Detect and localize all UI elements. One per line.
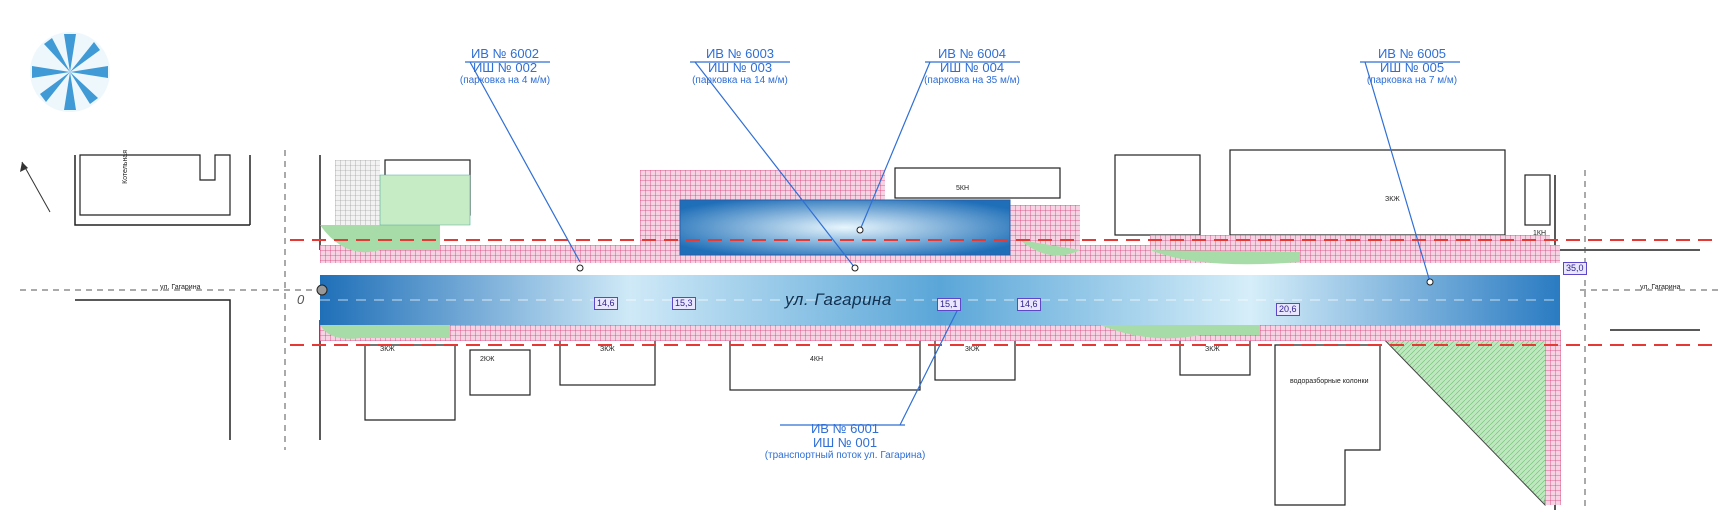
- building-label: ЗКЖ: [1385, 196, 1400, 203]
- building-label: 1КН: [1533, 230, 1547, 237]
- building-label: 5КН: [956, 185, 970, 192]
- width-measure: 35,0: [1563, 262, 1587, 275]
- building-label: ЗКЖ: [600, 346, 615, 353]
- callout-leaders: [465, 61, 1460, 426]
- callout-6002-ish: ИШ № 002: [472, 60, 538, 75]
- right-note: водоразборные колонки: [1290, 378, 1369, 385]
- buildings-north: [79, 149, 1551, 236]
- buildings-south: [364, 329, 1381, 506]
- width-measure: 20,6: [1276, 303, 1300, 316]
- callout-markers: [316, 226, 1434, 296]
- sidewalk-right-vertical: [1545, 330, 1561, 505]
- callout-6002: ИВ № 6002 ИШ № 002 (парковка на 4 м/м): [455, 47, 555, 87]
- compass-rose-icon: [30, 32, 110, 112]
- callout-6005: ИВ № 6005 ИШ № 005 (парковка на 7 м/м): [1362, 47, 1462, 87]
- right-street-label: ул. Гагарина: [1640, 284, 1681, 291]
- building-label: 3КЖ: [965, 346, 980, 353]
- corner-note: Котельная: [122, 150, 129, 184]
- callout-6003: ИВ № 6003 ИШ № 003 (парковка на 14 м/м): [690, 47, 790, 87]
- callout-6001: ИВ № 6001 ИШ № 001 (транспортный поток у…: [745, 422, 945, 462]
- callout-6001-iv: ИВ № 6001: [810, 421, 880, 436]
- axis-start-label: 0: [297, 292, 305, 307]
- building-label: 2КЖ: [480, 356, 495, 363]
- width-measure: 15,1: [937, 298, 961, 311]
- callout-6002-note: (парковка на 4 м/м): [459, 75, 551, 86]
- width-measure: 14,6: [1017, 298, 1041, 311]
- callout-6004-note: (парковка на 35 м/м): [924, 75, 1020, 86]
- callout-6005-note: (парковка на 7 м/м): [1366, 75, 1458, 86]
- width-measure: 15,3: [672, 297, 696, 310]
- width-measure: 14,6: [594, 297, 618, 310]
- building-label: ЗКЖ: [380, 346, 395, 353]
- green-area-triangle: [1373, 329, 1556, 507]
- parking-lot-6004: [679, 199, 1011, 256]
- callout-6005-ish: ИШ № 005: [1379, 60, 1445, 75]
- callout-6003-note: (парковка на 14 м/м): [692, 75, 788, 86]
- callout-6003-ish: ИШ № 003: [707, 60, 773, 75]
- callout-6001-note: (транспортный поток ул. Гагарина): [764, 450, 926, 461]
- callout-6005-iv: ИВ № 6005: [1377, 46, 1447, 61]
- callout-6004-ish: ИШ № 004: [939, 60, 1005, 75]
- street-label-gagarina: ул. Гагарина: [785, 290, 892, 309]
- sidewalk-south: [320, 325, 1560, 341]
- callout-6001-ish: ИШ № 001: [812, 435, 878, 450]
- callout-6004: ИВ № 6004 ИШ № 004 (парковка на 35 м/м): [922, 47, 1022, 87]
- callout-6002-iv: ИВ № 6002: [470, 46, 540, 61]
- building-label: ЗКЖ: [1205, 346, 1220, 353]
- north-arrow-icon: [20, 161, 51, 213]
- left-street-label: ул. Гагарина: [160, 284, 201, 291]
- building-label: 4КН: [810, 356, 824, 363]
- callout-6004-iv: ИВ № 6004: [937, 46, 1007, 61]
- callout-6003-iv: ИВ № 6003: [705, 46, 775, 61]
